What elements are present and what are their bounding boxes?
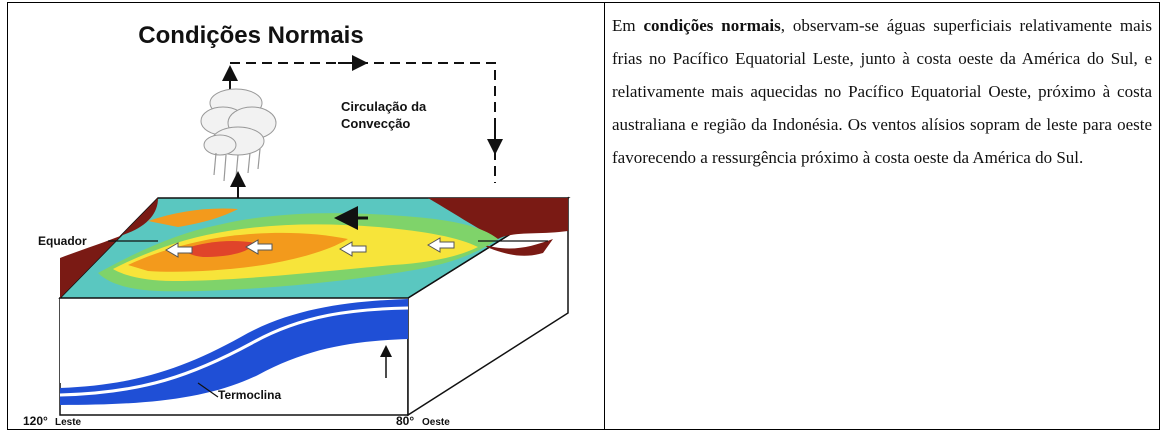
description-paragraph: Em condições normais, observam-se águas …: [612, 9, 1152, 174]
trade-wind-arrows: [165, 237, 455, 258]
circulation-label-line1: Circulação da: [341, 99, 427, 114]
convective-cloud-icon: [200, 88, 277, 198]
east-longitude-degrees: 80°: [396, 414, 414, 428]
circulation-label-line2: Convecção: [341, 116, 410, 131]
thermocline-label: Termoclina: [218, 388, 281, 402]
warm-pool: [183, 241, 256, 257]
figure-cell: Condições Normais: [8, 3, 604, 429]
description-lead: Em: [612, 16, 636, 35]
document-table: Condições Normais: [7, 2, 1160, 430]
west-landmass: [60, 198, 158, 298]
east-landmass: [428, 198, 568, 239]
west-longitude-word: Leste: [55, 417, 82, 428]
equator-label: Equador: [38, 234, 87, 248]
description-rest: , observam-se águas superficiais relativ…: [612, 16, 1153, 167]
description-bold-term: condições normais: [643, 16, 781, 35]
east-longitude-word: Oeste: [422, 417, 450, 428]
description-cell: Em condições normais, observam-se águas …: [612, 9, 1152, 174]
west-longitude-degrees: 120°: [23, 414, 48, 428]
normal-conditions-diagram: Condições Normais: [23, 22, 571, 428]
figure-title: Condições Normais: [138, 22, 363, 49]
column-divider: [604, 3, 605, 429]
